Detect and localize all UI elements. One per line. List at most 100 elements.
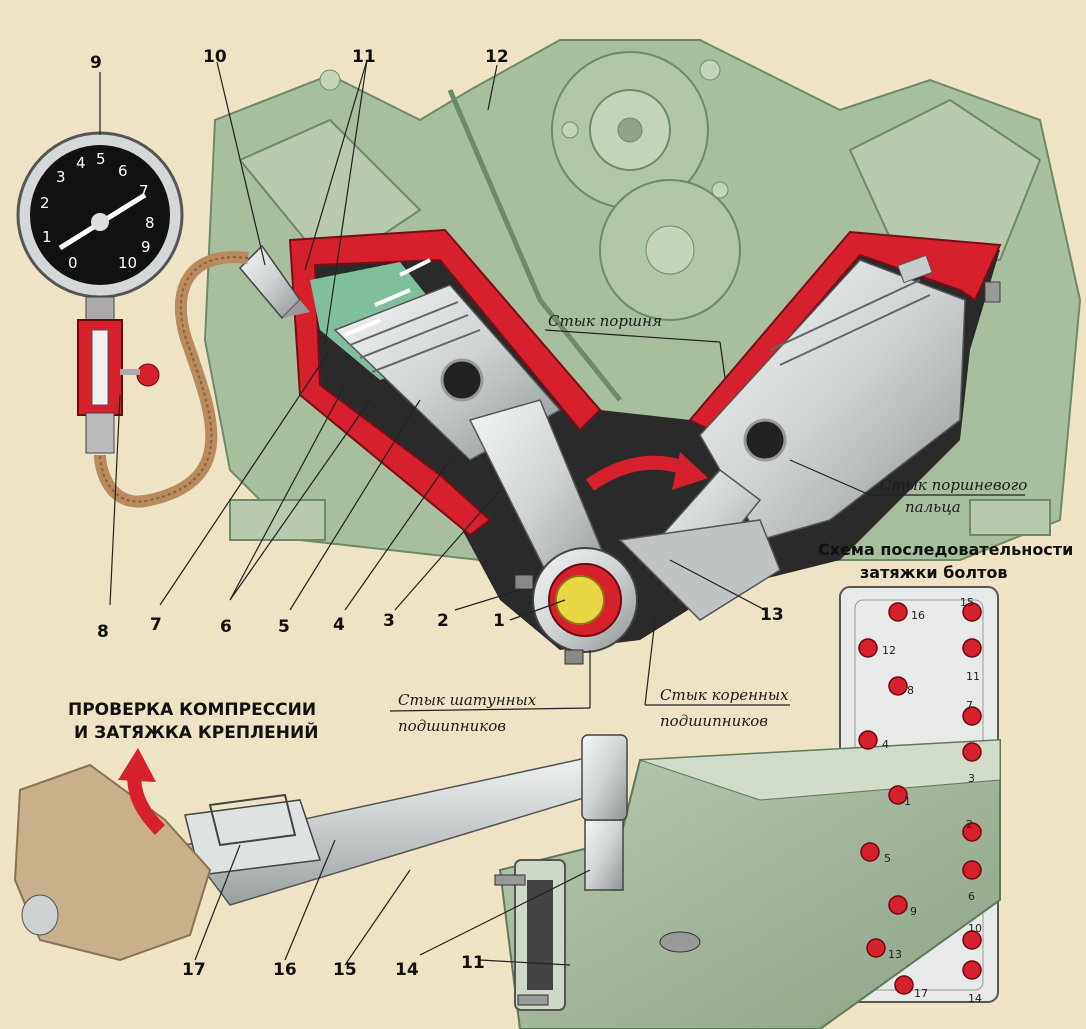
bolt-head [894,975,914,995]
callout-11: 11 [352,47,376,67]
bolt-head [858,730,878,750]
callout-1: 1 [493,611,505,631]
caption-rod-bearing-2: подшипников [398,717,506,735]
bolt-10: 10 [962,922,982,950]
bolt-head [888,676,908,696]
scheme-title-line-1: Схема последовательности [818,540,1073,559]
bolt-number: 3 [968,772,975,785]
bolt-7: 7 [962,699,982,726]
bolt-number: 8 [907,684,914,697]
crank-assembly [468,399,781,665]
gauge-tick-3: 3 [56,168,66,186]
caption-pin-joint-1: Стык поршневого [880,476,1027,494]
bolt-11: 11 [962,638,982,683]
callout-12: 12 [485,47,509,67]
gauge-tick-6: 6 [118,162,128,180]
bolt-number: 7 [966,699,973,712]
callout-leaders [99,59,1025,966]
bolt-head [858,638,878,658]
section-title: ПРОВЕРКА КОМПРЕССИИ И ЗАТЯЖКА КРЕПЛЕНИЙ [68,700,318,743]
bolt-head [888,602,908,622]
bolt-head [962,706,982,726]
caption-rod-bearing-1: Стык шатунных [398,691,537,709]
gauge-tick-9: 9 [141,238,151,256]
bolt-number: 14 [968,992,982,1005]
caption-main-bearing-2: подшипников [660,712,768,730]
callout-10: 10 [203,47,227,67]
bolt-head [866,938,886,958]
callout-4: 4 [333,615,345,635]
bolt-6: 6 [962,860,982,903]
callout-6: 6 [220,617,232,637]
bolt-4: 4 [858,730,889,751]
bolt-head [962,742,982,762]
callout-11-lower: 11 [461,953,485,973]
bolt-number: 11 [966,670,980,683]
gauge-tick-10: 10 [118,254,137,272]
bolt-number: 13 [888,948,902,961]
callout-17: 17 [182,960,206,980]
bolt-number: 5 [884,852,891,865]
compression-tester-adapter [238,244,310,320]
title-line-2: И ЗАТЯЖКА КРЕПЛЕНИЙ [74,721,318,743]
gauge-tick-0: 0 [68,254,78,272]
bolt-number: 6 [968,890,975,903]
bolt-head [962,822,982,842]
gauge-tick-2: 2 [40,194,50,212]
bolt-number: 4 [882,738,889,751]
bolt-16: 16 [888,602,925,622]
bolt-15: 15 [960,596,982,622]
callout-7: 7 [150,615,162,635]
callout-numbers: 1 2 3 4 5 6 7 8 9 10 11 12 13 14 15 16 1… [90,47,784,980]
bolt-number: 15 [960,596,974,609]
caption-pin-joint-2: пальца [905,498,961,516]
scheme-title-line-2: затяжки болтов [860,563,1007,582]
bolt-13: 13 [866,938,902,961]
callout-2: 2 [437,611,449,631]
bolt-number: 1 [904,795,911,808]
bolt-head [962,638,982,658]
callout-14: 14 [395,960,419,980]
bolt-14: 14 [962,960,982,1005]
bolt-head [962,930,982,950]
bolt-3: 3 [962,742,982,785]
callout-15: 15 [333,960,357,980]
title-line-1: ПРОВЕРКА КОМПРЕССИИ [68,700,316,720]
callout-16: 16 [273,960,297,980]
bolt-number: 17 [914,987,928,1000]
bolt-number: 12 [882,644,896,657]
gauge-tick-1: 1 [42,228,52,246]
scheme-title: Схема последовательности затяжки болтов [818,540,1073,582]
callout-8: 8 [97,622,109,642]
bolt-number: 9 [910,905,917,918]
bolt-head [860,842,880,862]
caption-piston-joint: Стык поршня [548,312,662,330]
bolt-head [888,895,908,915]
compression-gauge [16,131,184,454]
bolt-12: 12 [858,638,896,658]
bolt-1: 1 [888,785,911,808]
callout-9: 9 [90,53,102,73]
gauge-tick-8: 8 [145,214,155,232]
bolt-9: 9 [888,895,917,918]
gauge-scale: 0 1 2 3 4 5 6 7 8 9 10 [40,150,155,272]
bolt-number: 16 [911,609,925,622]
joint-captions: Стык поршня Стык поршневого пальца Стык … [398,312,1027,735]
bolt-number: 2 [966,818,973,831]
bolt-8: 8 [888,676,914,697]
bolt-number: 10 [968,922,982,935]
gauge-tick-7: 7 [139,182,149,200]
bolt-2: 2 [962,818,982,842]
gauge-tick-5: 5 [96,150,106,168]
bolt-head [888,785,908,805]
caption-main-bearing-1: Стык коренных [660,686,789,704]
callout-3: 3 [383,611,395,631]
bolt-5: 5 [860,842,891,865]
bolt-head [962,602,982,622]
bolt-head [962,960,982,980]
bolt-17: 17 [894,975,928,1000]
callout-13: 13 [760,605,784,625]
